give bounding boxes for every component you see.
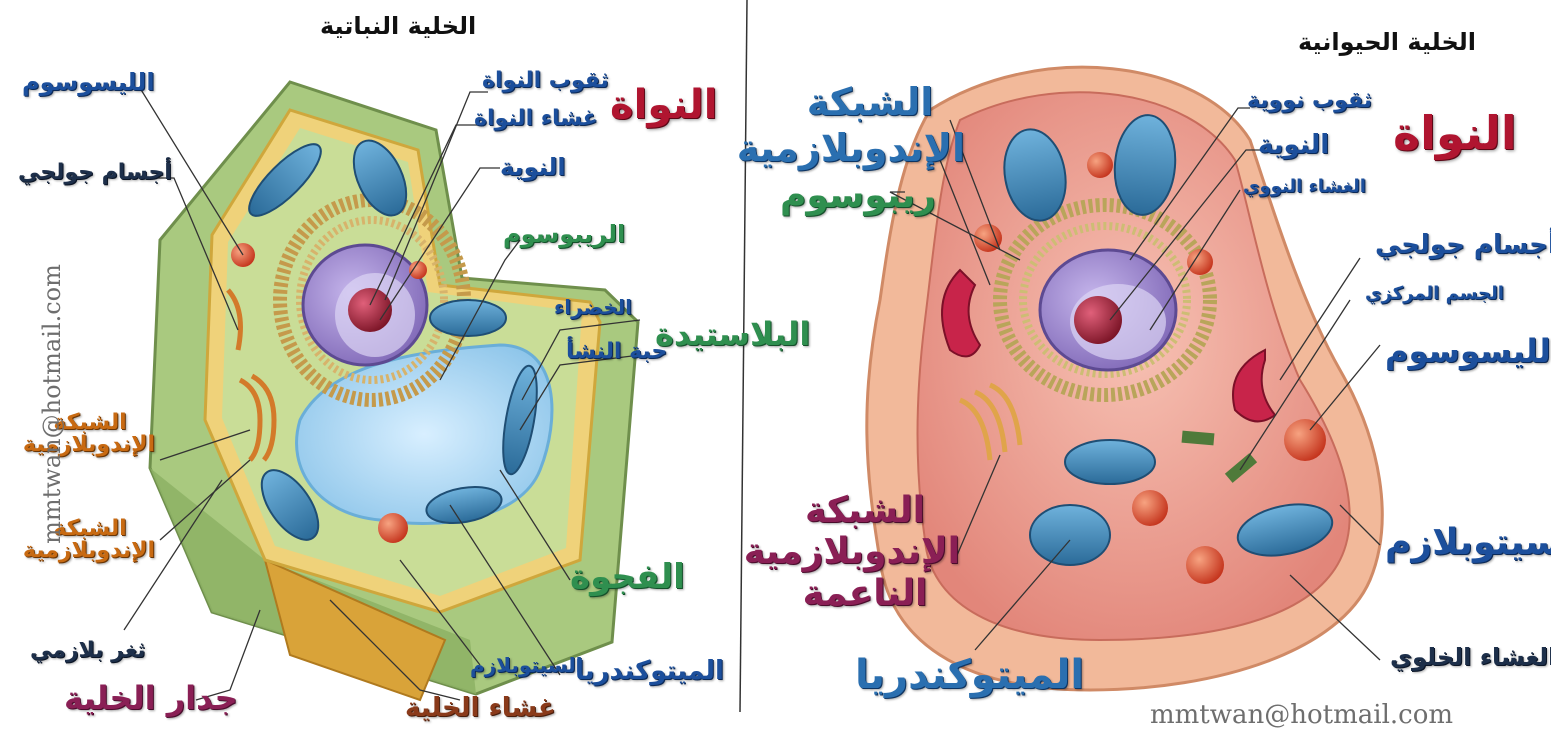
- plant-nuclear-pores-label: ثقوب النواة: [482, 70, 609, 92]
- plant-mitochondria-label: الميتوكندريا: [575, 658, 724, 684]
- animal-nuclear-membrane-label: الغشاء النووي: [1243, 178, 1366, 196]
- plant-nucleus-label: النواة: [610, 85, 717, 125]
- plant-cell-membrane-label: غشاء الخلية: [405, 695, 556, 721]
- animal-cytoplasm-label: السيتوبلازم: [1385, 525, 1551, 561]
- plant-lysosome-label: الليسوسوم: [22, 70, 155, 94]
- plant-nuclear-membrane-label: غشاء النواة: [474, 108, 598, 130]
- animal-nucleus-label: النواة: [1393, 110, 1517, 156]
- animal-cell-membrane-label: الغشاء الخلوي: [1390, 645, 1551, 669]
- plant-cell-title: الخلية النباتية: [320, 14, 476, 38]
- animal-smooth-er-label: الشبكة الإندوبلازمية الناعمة: [770, 490, 960, 614]
- plant-cytoplasm-label: السيتوبلازم: [470, 655, 582, 675]
- animal-golgi-label: أجسام جولجي: [1375, 232, 1551, 258]
- watermark-left: mmtwan@hotmail.com: [38, 234, 66, 574]
- plant-plasmodesma-label: ثغر بلازمي: [30, 640, 146, 662]
- animal-centrosome-label: الجسم المركزي: [1365, 285, 1504, 303]
- animal-ribosome-label: ريبوسوم: [780, 178, 936, 214]
- animal-nucleolus-label: النوية: [1258, 132, 1329, 158]
- watermark-right: mmtwan@hotmail.com: [1150, 700, 1453, 730]
- plant-vacuole-label: الفجوة: [570, 560, 685, 594]
- plant-golgi-label: أجسام جولجي: [18, 162, 172, 184]
- plant-plastids-label: البلاستيدة: [655, 318, 810, 350]
- animal-nuclear-pores-label: ثقوب نووية: [1247, 90, 1372, 112]
- animal-rough-er-label: الشبكة الإندوبلازمية: [775, 80, 965, 171]
- plant-starch-grain-label: حبة النشأ: [566, 341, 667, 363]
- plant-chloroplast-label: الخضراء: [554, 297, 632, 317]
- animal-mitochondria-label: الميتوكندريا: [855, 655, 1084, 695]
- animal-lysosome-label: الليسوسوم: [1385, 335, 1551, 367]
- animal-cell-title: الخلية الحيوانية: [1298, 30, 1476, 54]
- plant-ribosome-label: الريبوسوم: [503, 222, 625, 246]
- plant-cell-wall-label: جدار الخلية: [64, 682, 238, 714]
- plant-nucleolus-label: النوية: [500, 155, 566, 179]
